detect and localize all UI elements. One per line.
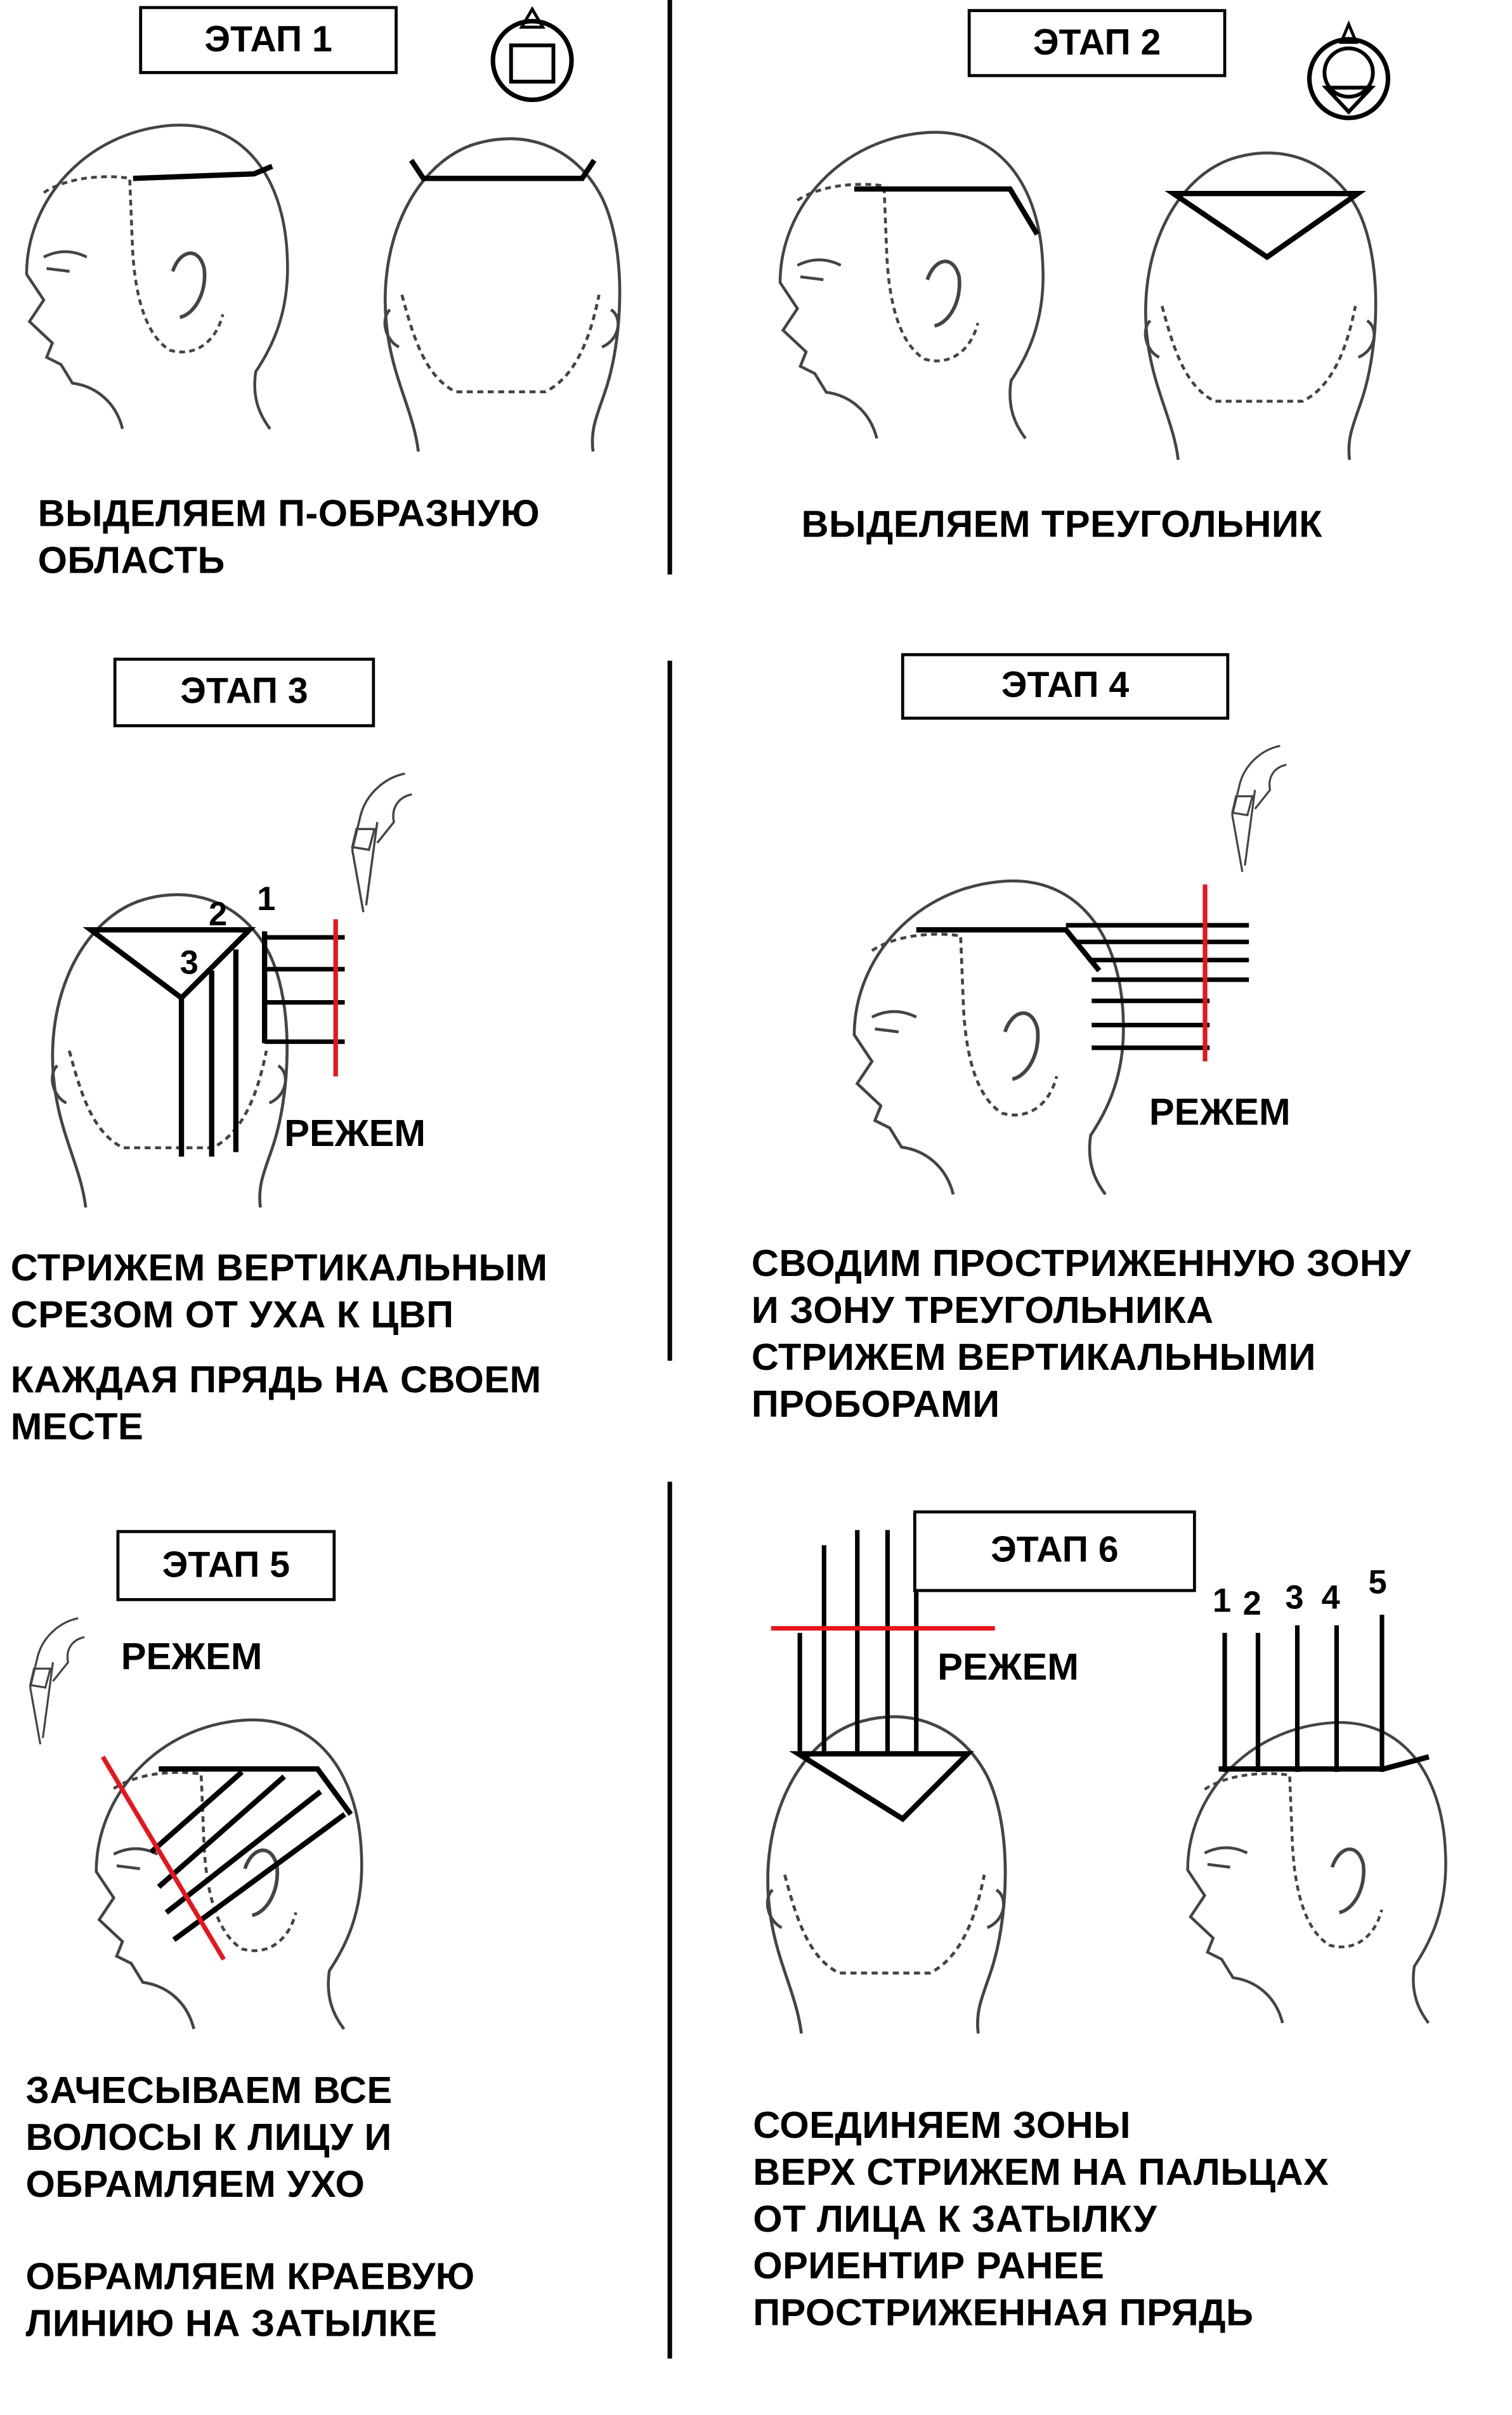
stage-3-vertical-sections — [178, 931, 268, 1157]
stage-5-description: ЗАЧЕСЫВАЕМ ВСЕ ВОЛОСЫ К ЛИЦУ И ОБРАМЛЯЕМ… — [25, 2069, 475, 2345]
stage-2-profile-head — [780, 133, 1043, 439]
stage-3-scissors-icon — [351, 772, 414, 914]
stage-1-profile-head — [27, 125, 287, 429]
stage-3-triangle — [82, 927, 256, 1001]
stage-2-triangle — [1164, 190, 1367, 261]
stage-6-number-1: 1 — [1212, 1581, 1232, 1620]
stage-3-cut-label: РЕЖЕМ — [284, 1112, 426, 1155]
stage-4-title: ЭТАП 4 — [901, 653, 1230, 720]
stage-4-cut-label: РЕЖЕМ — [1149, 1091, 1291, 1134]
stage-6-number-3: 3 — [1285, 1578, 1304, 1617]
stage-6-number-4: 4 — [1321, 1578, 1340, 1617]
stage-1-parting — [133, 164, 273, 181]
stage-4-description: СВОДИМ ПРОСТРИЖЕННУЮ ЗОНУ И ЗОНУ ТРЕУГОЛ… — [751, 1242, 1412, 1426]
stage-1-title: ЭТАП 1 — [139, 6, 398, 74]
stage-6-parting — [1218, 1754, 1430, 1772]
stage-4-parting — [916, 927, 1102, 973]
stage-3-back-head — [52, 895, 287, 1208]
stage-4-scissors-icon — [1231, 745, 1288, 873]
stage-2-description: ВЫДЕЛЯЕМ ТРЕУГОЛЬНИК — [801, 503, 1323, 546]
stage-6-description: СОЕДИНЯЕМ ЗОНЫ ВЕРХ СТРИЖЕМ НА ПАЛЬЦАХ О… — [753, 2104, 1329, 2334]
stage-2-zone-icon — [1307, 20, 1391, 120]
stage-2-parting — [854, 186, 1040, 236]
stage-3-number-2: 2 — [208, 895, 228, 933]
stage-5-scissors-icon — [29, 1617, 86, 1746]
stage-6-number-5: 5 — [1368, 1563, 1387, 1601]
stage-3-number-3: 3 — [179, 943, 199, 982]
stage-6-triangle — [789, 1751, 974, 1823]
stage-1-back-parting — [408, 159, 597, 181]
stage-6-cut-label: РЕЖЕМ — [937, 1646, 1079, 1689]
stage-4-strands — [1066, 923, 1249, 1050]
stage-6-title: ЭТАП 6 — [913, 1510, 1196, 1592]
stage-6-back-head — [767, 1717, 1005, 2033]
stage-5-profile-head — [96, 1720, 362, 2029]
stage-5-strands — [149, 1769, 347, 1943]
stage-6-number-2: 2 — [1242, 1584, 1261, 1623]
stage-5-parting — [159, 1766, 353, 1816]
stage-5-cut-label: РЕЖЕМ — [121, 1636, 263, 1679]
stage-1-zone-icon — [490, 6, 574, 102]
stage-3-strands — [264, 935, 345, 1045]
stage-3-title: ЭТАП 3 — [113, 658, 375, 727]
stage-6-profile-strands — [1222, 1615, 1385, 1773]
stage-1-back-head — [385, 139, 620, 452]
stage-1-description: ВЫДЕЛЯЕМ П-ОБРАЗНУЮ ОБЛАСТЬ — [37, 493, 540, 582]
stage-2-title: ЭТАП 2 — [967, 9, 1227, 77]
stage-5-cut-line — [101, 1755, 226, 1961]
stage-5-title: ЭТАП 5 — [116, 1530, 336, 1601]
stage-3-number-1: 1 — [257, 880, 276, 918]
stage-3-description: СТРИЖЕМ ВЕРТИКАЛЬНЫМ СРЕЗОМ ОТ УХА К ЦВП… — [10, 1247, 548, 1448]
